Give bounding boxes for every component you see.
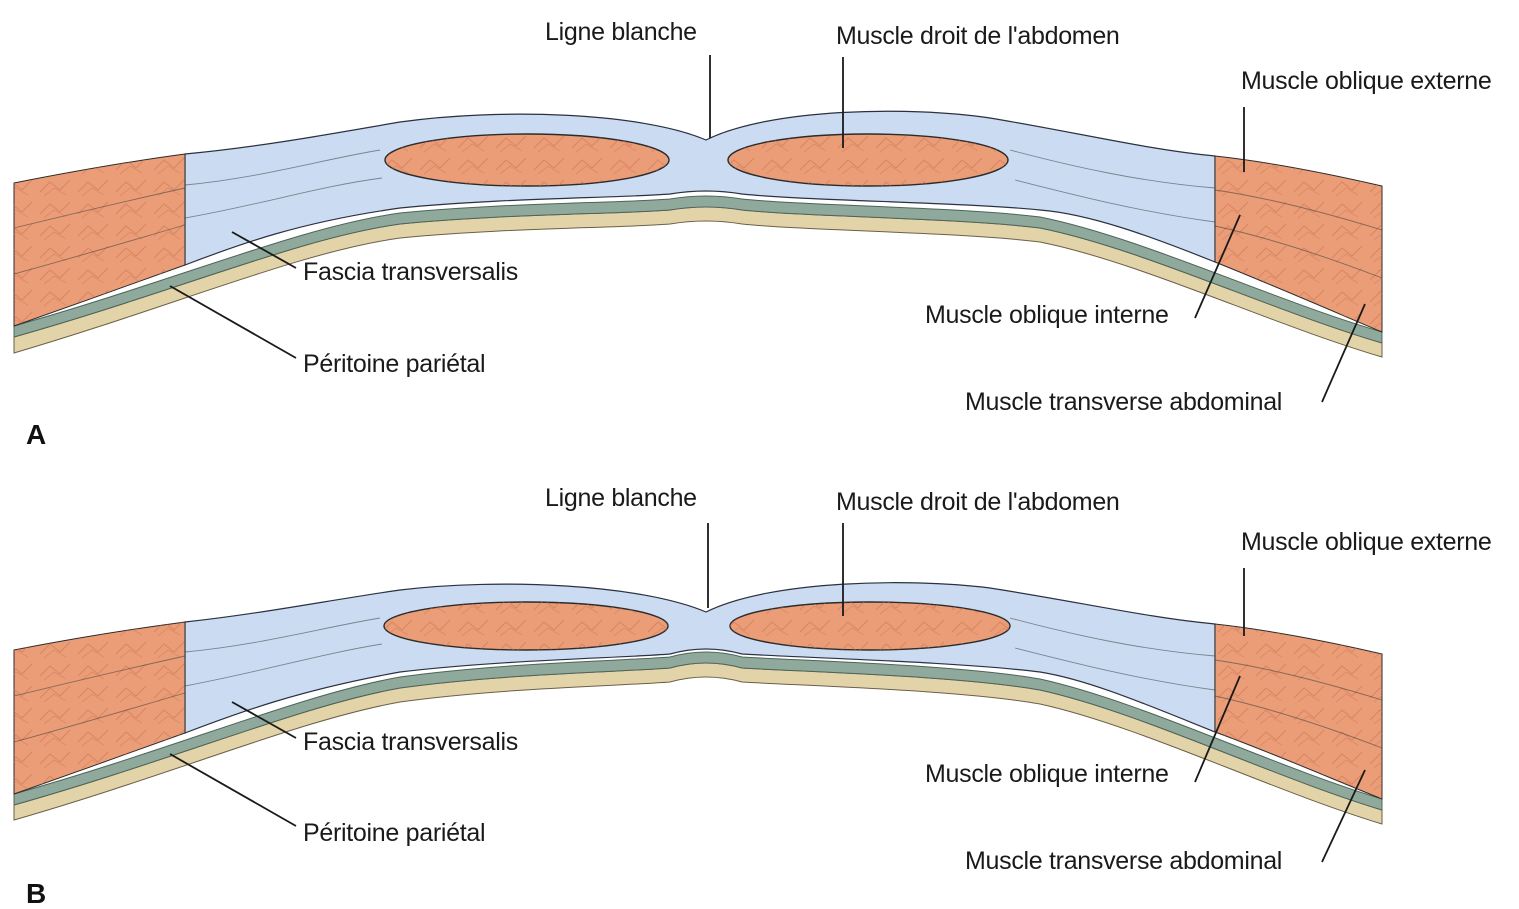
label-oblique-interne-a: Muscle oblique interne: [925, 301, 1169, 329]
panel-letter-b: B: [26, 878, 46, 909]
label-peritoine-a: Péritoine pariétal: [303, 350, 485, 378]
label-fascia-transversalis-b: Fascia transversalis: [303, 728, 518, 756]
label-ligne-blanche-b: Ligne blanche: [545, 484, 697, 512]
label-oblique-interne-b: Muscle oblique interne: [925, 760, 1169, 788]
label-peritoine-b: Péritoine pariétal: [303, 819, 485, 847]
label-transverse-a: Muscle transverse abdominal: [965, 388, 1282, 416]
label-fascia-transversalis-a: Fascia transversalis: [303, 258, 518, 286]
label-oblique-externe-b: Muscle oblique externe: [1241, 528, 1492, 556]
panel-letter-a: A: [26, 419, 46, 450]
label-ligne-blanche-a: Ligne blanche: [545, 18, 697, 46]
label-oblique-externe-a: Muscle oblique externe: [1241, 67, 1492, 95]
label-transverse-b: Muscle transverse abdominal: [965, 847, 1282, 875]
label-muscle-droit-b: Muscle droit de l'abdomen: [836, 488, 1120, 516]
panel-a: Ligne blanche Muscle droit de l'abdomen …: [14, 18, 1492, 450]
panel-b: Ligne blanche Muscle droit de l'abdomen …: [14, 484, 1492, 909]
label-muscle-droit-a: Muscle droit de l'abdomen: [836, 22, 1120, 50]
